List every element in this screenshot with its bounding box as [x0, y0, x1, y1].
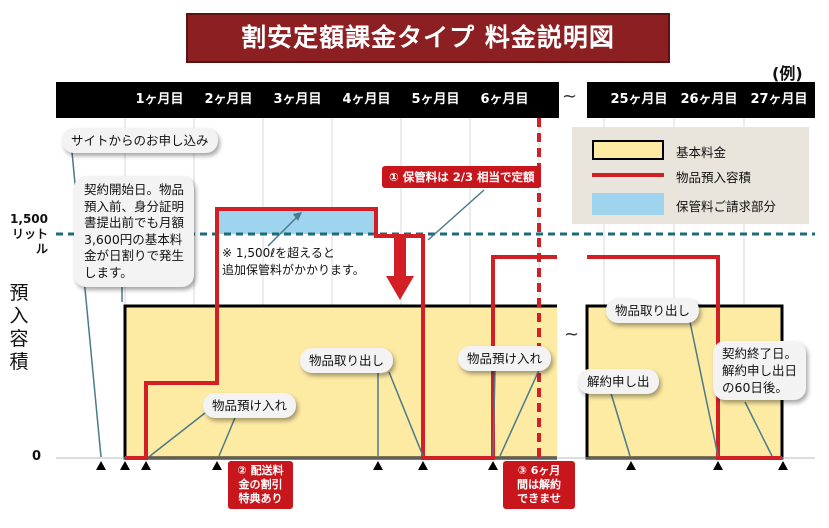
example-label: (例)	[772, 64, 803, 83]
callout-deposit-1: 物品預け入れ	[203, 393, 297, 418]
month-2: 2ヶ月目	[204, 92, 253, 107]
reduction-arrow-icon	[386, 238, 414, 300]
legend-label-volume: 物品預入容積	[676, 170, 752, 185]
callout-online-apply: サイトからのお申し込み	[62, 128, 218, 153]
month-6: 6ヶ月目	[480, 92, 529, 107]
month-5: 5ヶ月目	[411, 92, 460, 107]
legend-label-base-fee: 基本料金	[676, 145, 727, 160]
month-26: 26ヶ月目	[680, 92, 738, 107]
legend-swatch-volume	[592, 173, 664, 177]
month-3: 3ヶ月目	[273, 92, 322, 107]
legend-label-storage-fee: 保管料ご請求部分	[676, 199, 777, 214]
tag-no-cancel-six-months: ③ 6ヶ月 間は解約 できませ	[503, 461, 575, 509]
tag-fixed-storage-fee: ① 保管料は 2/3 相当で定額	[382, 166, 542, 188]
callout-retrieve-2: 物品取り出し	[606, 298, 700, 323]
capacity-label: 1,500 リットル	[10, 212, 48, 256]
callout-retrieve-1: 物品取り出し	[300, 348, 394, 373]
pointer-head-icon	[293, 212, 302, 221]
y-axis-title: 預入容積	[9, 282, 29, 373]
month-1: 1ヶ月目	[135, 92, 184, 107]
tag-delivery-discount: ② 配送料 金の割引 特典あり	[228, 461, 293, 509]
callout-contract-end: 契約終了日。 解約申し出日 の60日後。	[713, 341, 807, 400]
month-25: 25ヶ月目	[610, 92, 668, 107]
timeline-gap	[559, 82, 587, 118]
month-27: 27ヶ月目	[750, 92, 808, 107]
gap-symbol-top: ~	[562, 86, 578, 107]
month-4: 4ヶ月目	[342, 92, 391, 107]
callout-contract-start: 契約開始日。物品 預入前、身分証明 書提出前でも月額 3,600円の基本料 金が…	[74, 176, 195, 287]
gap-symbol-mid: ~	[564, 324, 580, 345]
overflow-note: ※ 1,500ℓを超えると 追加保管料がかかります。	[222, 246, 365, 277]
event-markers	[96, 461, 788, 470]
storage-fee-area	[217, 209, 376, 234]
callout-deposit-2: 物品預け入れ	[458, 346, 552, 371]
legend-swatch-base-fee	[592, 140, 664, 160]
diagram-title: 割安定額課金タイプ 料金説明図	[186, 13, 670, 63]
legend: 基本料金 物品預入容積 保管料ご請求部分	[572, 127, 809, 224]
zero-label: 0	[32, 449, 42, 464]
legend-swatch-storage-fee	[592, 193, 664, 215]
timeline-header	[56, 82, 815, 118]
callout-cancel-request: 解約申し出	[578, 369, 659, 394]
